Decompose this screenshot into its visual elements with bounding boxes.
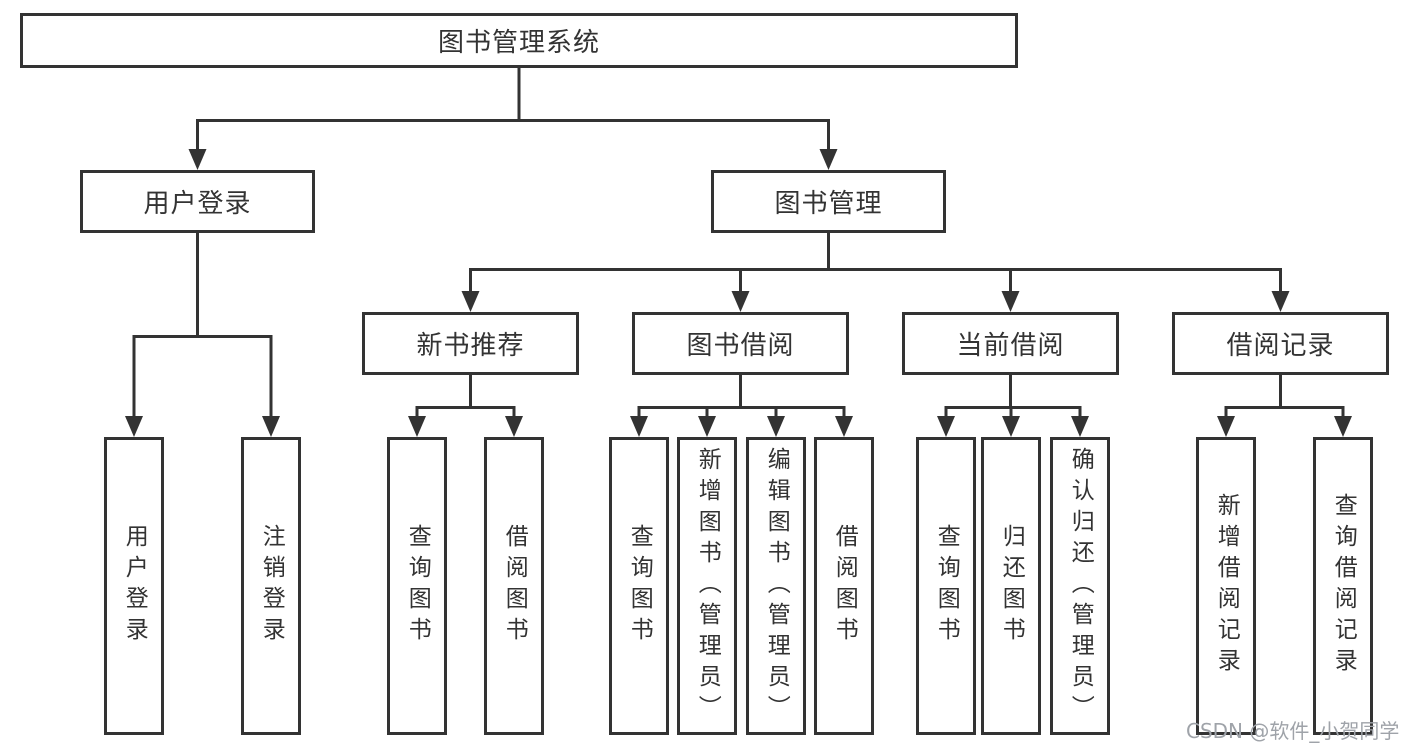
node-user-login: 用户登录 xyxy=(80,170,315,233)
arrow-down-icon xyxy=(698,416,716,437)
arrow-down-icon xyxy=(835,416,853,437)
node-label: 借阅记录 xyxy=(1226,331,1335,361)
arrow-down-icon xyxy=(188,149,207,170)
node-label: 查询图书 xyxy=(404,524,431,648)
node-label: 借阅图书 xyxy=(501,524,528,648)
node-label: 图书管理系统 xyxy=(437,28,600,58)
arrow-down-icon xyxy=(937,416,955,437)
leaf-query-books-current: 查询图书 xyxy=(916,437,976,735)
node-label: 新增图书（管理员） xyxy=(694,446,721,726)
leaf-query-books-borrowing: 查询图书 xyxy=(609,437,669,735)
leaf-borrow-books-borrowing: 借阅图书 xyxy=(814,437,874,735)
connector-path xyxy=(132,68,1345,418)
node-book-management: 图书管理 xyxy=(711,170,946,233)
leaf-edit-books-admin: 编辑图书（管理员） xyxy=(746,437,806,735)
leaf-query-borrow-record: 查询借阅记录 xyxy=(1313,437,1373,735)
arrow-down-icon xyxy=(125,416,143,437)
node-label: 编辑图书（管理员） xyxy=(763,446,790,726)
node-label: 新书推荐 xyxy=(416,331,525,361)
node-new-book-recommendation: 新书推荐 xyxy=(362,312,579,375)
arrow-down-icon xyxy=(1271,291,1290,312)
leaf-add-books-admin: 新增图书（管理员） xyxy=(677,437,737,735)
node-book-borrowing: 图书借阅 xyxy=(632,312,849,375)
leaf-logout-login: 注销登录 xyxy=(241,437,301,735)
node-label: 借阅图书 xyxy=(831,524,858,648)
arrow-down-icon xyxy=(731,291,750,312)
node-label: 注销登录 xyxy=(258,524,285,648)
arrow-down-icon xyxy=(767,416,785,437)
arrow-down-icon xyxy=(461,291,480,312)
arrow-down-icon xyxy=(505,416,523,437)
node-label: 查询图书 xyxy=(626,524,653,648)
arrow-down-icon xyxy=(1217,416,1235,437)
arrow-down-icon xyxy=(1334,416,1352,437)
node-label: 查询借阅记录 xyxy=(1330,493,1357,679)
leaf-query-books-recommend: 查询图书 xyxy=(387,437,447,735)
arrow-down-icon xyxy=(630,416,648,437)
arrow-down-icon xyxy=(1001,291,1020,312)
node-label: 确认归还（管理员） xyxy=(1067,446,1094,726)
arrow-down-icon xyxy=(1071,416,1089,437)
node-label: 归还图书 xyxy=(998,524,1025,648)
arrow-down-icon xyxy=(262,416,280,437)
node-label: 当前借阅 xyxy=(956,331,1065,361)
leaf-confirm-return-admin: 确认归还（管理员） xyxy=(1050,437,1110,735)
node-library-management-system: 图书管理系统 xyxy=(20,13,1018,68)
arrowheads xyxy=(125,149,1352,437)
node-label: 查询图书 xyxy=(933,524,960,648)
node-label: 用户登录 xyxy=(143,189,252,219)
leaf-borrow-books-recommend: 借阅图书 xyxy=(484,437,544,735)
leaf-add-borrow-record: 新增借阅记录 xyxy=(1196,437,1256,735)
node-borrowing-records: 借阅记录 xyxy=(1172,312,1389,375)
leaf-return-books: 归还图书 xyxy=(981,437,1041,735)
node-label: 图书借阅 xyxy=(686,331,795,361)
arrow-down-icon xyxy=(408,416,426,437)
node-label: 图书管理 xyxy=(774,189,883,219)
node-current-borrowing: 当前借阅 xyxy=(902,312,1119,375)
node-label: 用户登录 xyxy=(121,524,148,648)
arrow-down-icon xyxy=(1002,416,1020,437)
csdn-watermark: CSDN @软件_小贺同学 xyxy=(1186,719,1400,743)
node-label: 新增借阅记录 xyxy=(1213,493,1240,679)
leaf-user-login: 用户登录 xyxy=(104,437,164,735)
arrow-down-icon xyxy=(819,149,838,170)
